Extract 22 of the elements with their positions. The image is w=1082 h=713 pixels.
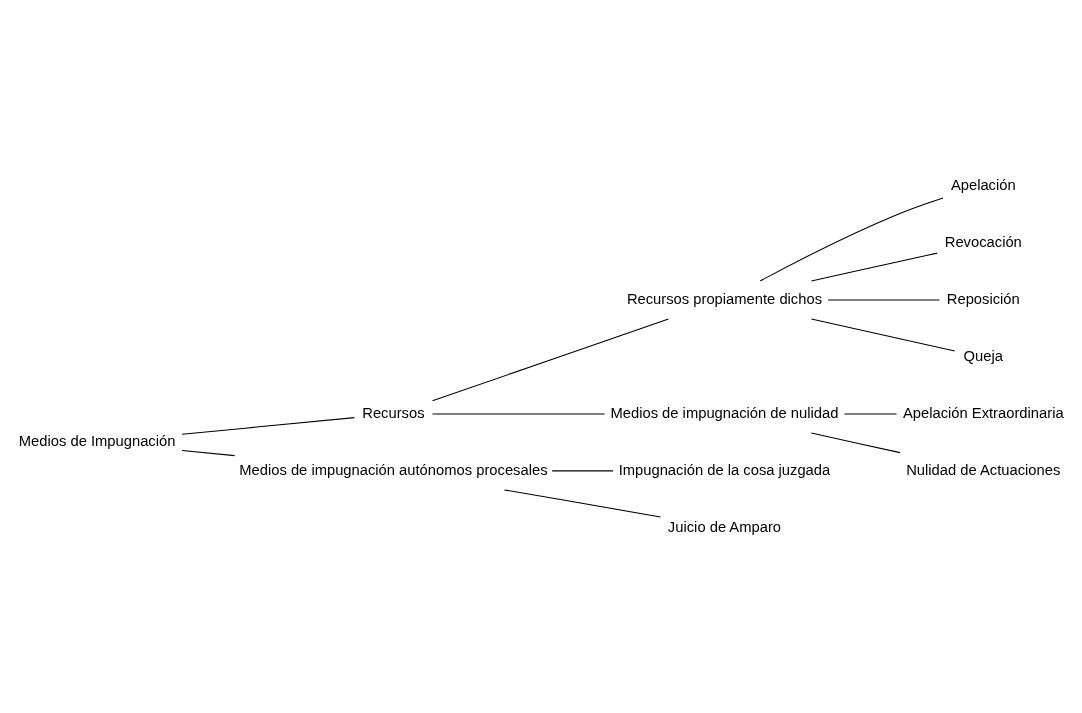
connector bbox=[503, 488, 662, 517]
node-text: Impugnación de la cosa juzgada bbox=[618, 461, 831, 478]
node-text: Recursos propiamente dichos bbox=[626, 290, 823, 307]
connector bbox=[759, 196, 944, 281]
node-text: Apelación bbox=[950, 176, 1016, 193]
connector bbox=[181, 416, 355, 435]
node-text: Apelación Extraordinaria bbox=[902, 404, 1064, 421]
node-text: Reposición bbox=[946, 290, 1020, 307]
connector bbox=[432, 318, 669, 401]
connector bbox=[551, 469, 614, 471]
node-text: Nulidad de Actuaciones bbox=[906, 461, 1061, 478]
connector bbox=[181, 449, 236, 456]
node-text: Medios de impugnación autónomos procesales bbox=[239, 461, 548, 478]
node-text: Medios de Impugnación bbox=[18, 432, 176, 449]
connector bbox=[810, 318, 956, 351]
node-text: Revocación bbox=[944, 233, 1022, 250]
connector bbox=[810, 252, 938, 282]
node-text: Juicio de Amparo bbox=[667, 518, 782, 535]
node-text: Recursos bbox=[362, 404, 425, 421]
node-text: Medios de impugnación de nulidad bbox=[610, 404, 839, 421]
connector bbox=[810, 431, 901, 453]
node-text: Queja bbox=[963, 347, 1003, 364]
